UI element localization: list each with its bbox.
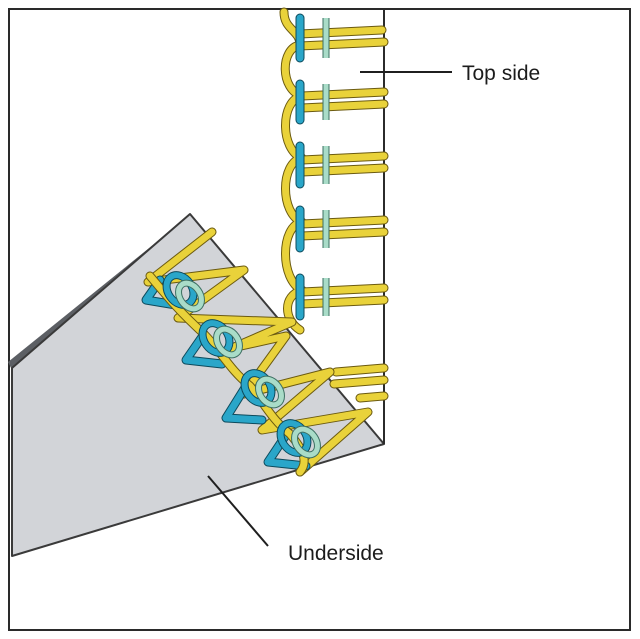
top-side-label: Top side	[462, 62, 540, 85]
top-side-callout: Top side	[360, 62, 540, 85]
underside-label: Underside	[288, 542, 384, 565]
underside-leader	[207, 475, 269, 547]
underside-callout: Underside	[207, 475, 384, 565]
underside-stitches	[141, 227, 373, 477]
top-side-stitches	[279, 7, 389, 403]
